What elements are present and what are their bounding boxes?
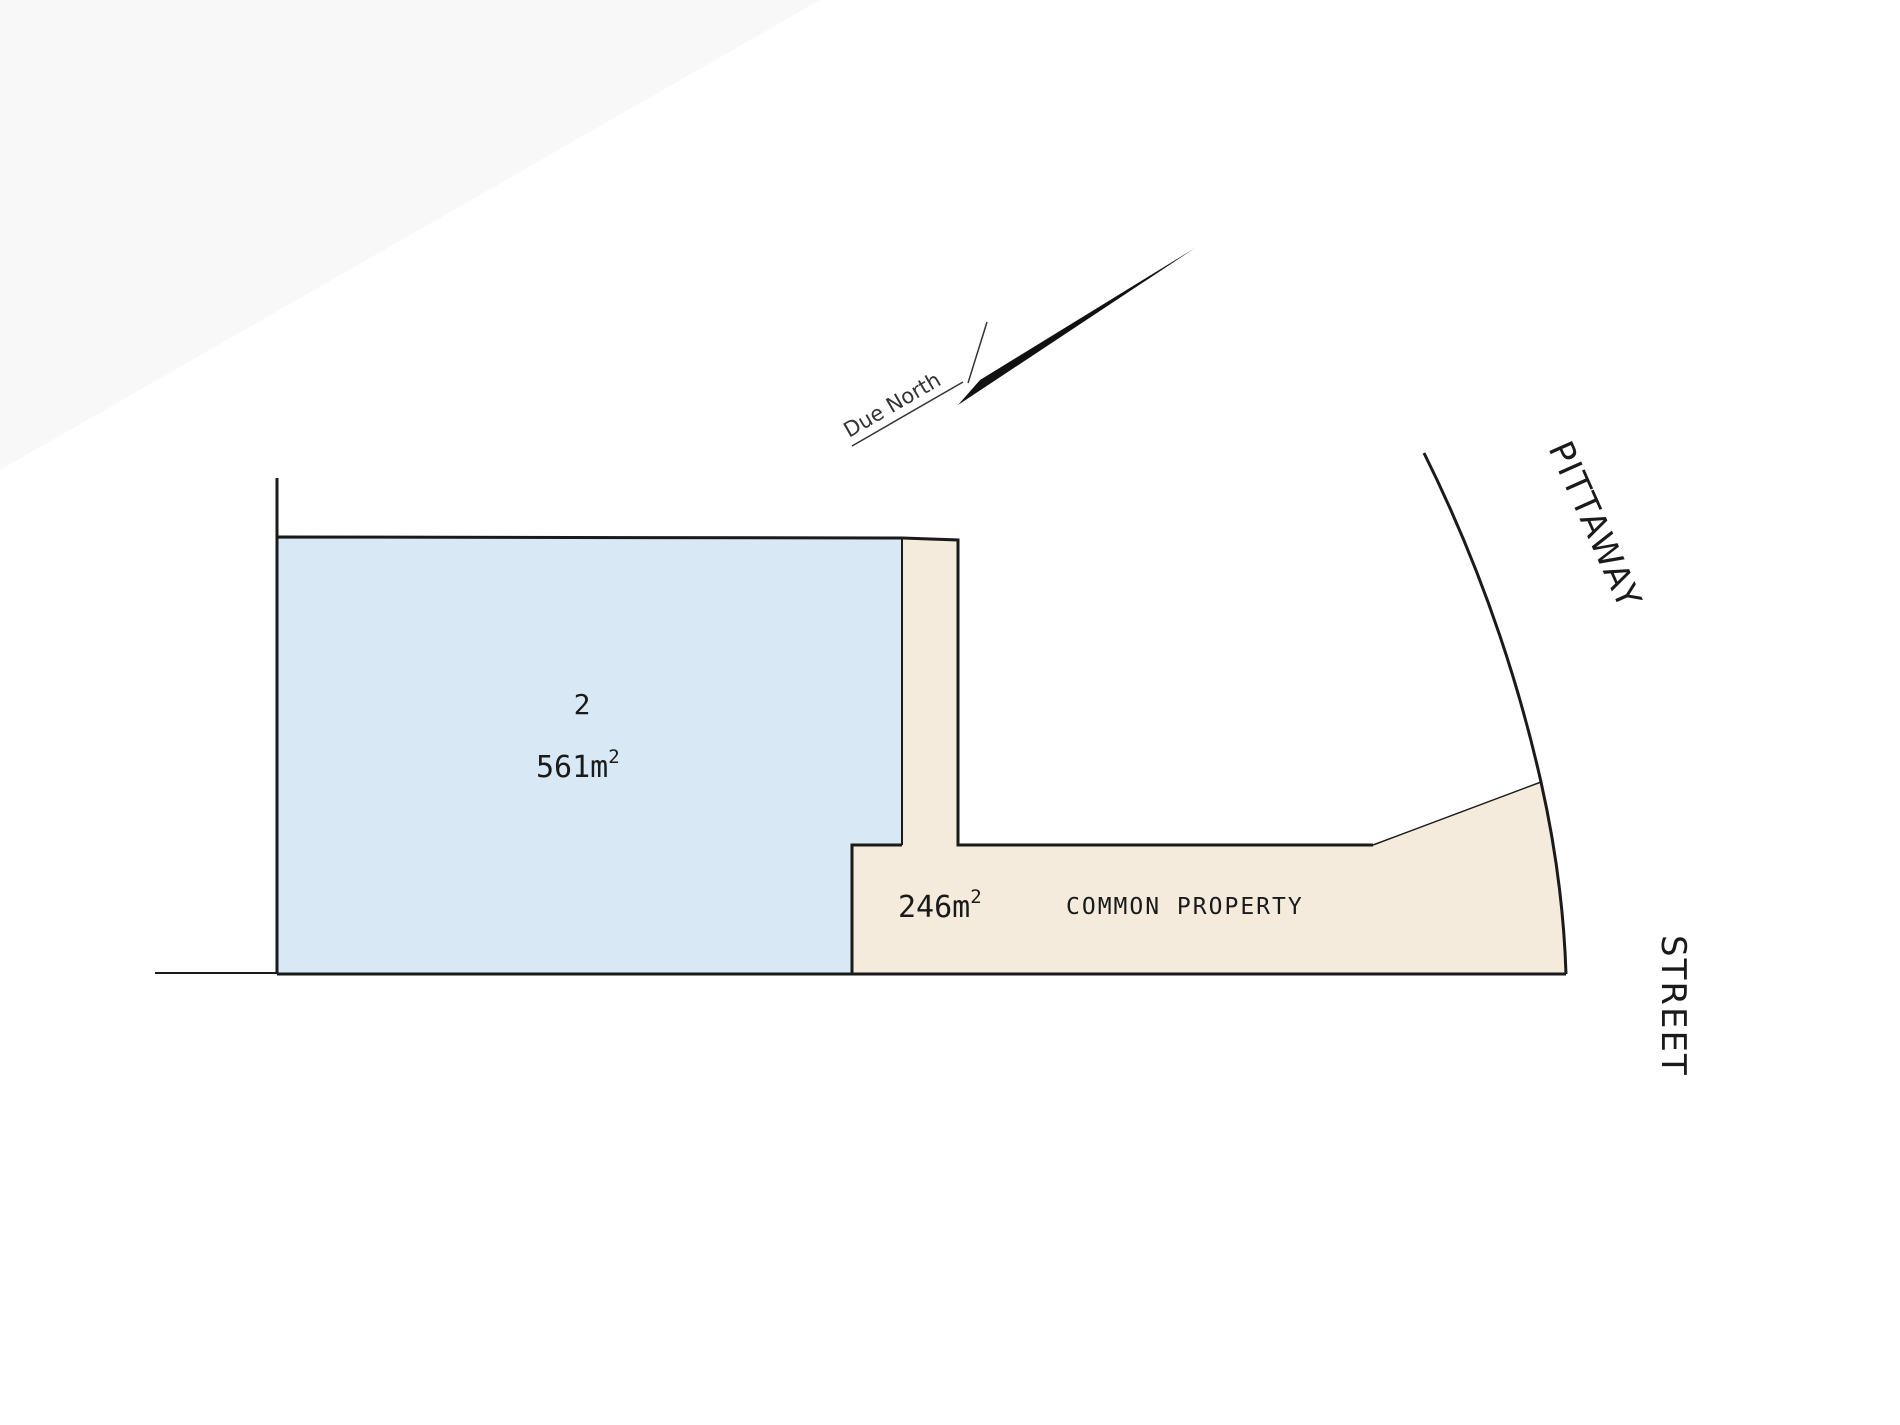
street-frontage-arc [1422, 452, 1568, 975]
street-name-street: STREET [1653, 935, 1693, 1077]
common-strip-outline [901, 536, 1373, 847]
lot-2-area-unit: 2 [608, 746, 619, 768]
lot-2-outline [275, 535, 903, 974]
boundary-lines [275, 452, 1568, 976]
common-property-label: COMMON PROPERTY [1066, 894, 1304, 920]
lot-2-inner-step [850, 843, 902, 974]
north-arrow: Due North [840, 248, 1195, 447]
common-property-area-unit: 2 [970, 886, 981, 908]
paper-shading [0, 0, 820, 470]
lot-2-number: 2 [574, 688, 591, 721]
splay-line [1372, 781, 1542, 846]
north-arrow-label: Due North [840, 368, 945, 443]
common-property-parcel[interactable] [852, 540, 1566, 974]
common-property-area-value: 246m [898, 890, 970, 925]
north-arrow-tick [967, 321, 988, 384]
lot-2-area-value: 561m [536, 750, 608, 785]
north-arrow-icon [958, 248, 1195, 405]
north-arrow-line [851, 381, 964, 447]
lot-2-area: 561m2 [536, 746, 620, 785]
common-property-area: 246m2 [898, 886, 982, 925]
street-name-pittaway: PITTAWAY [1540, 435, 1650, 615]
lot-2-parcel[interactable] [277, 537, 902, 974]
